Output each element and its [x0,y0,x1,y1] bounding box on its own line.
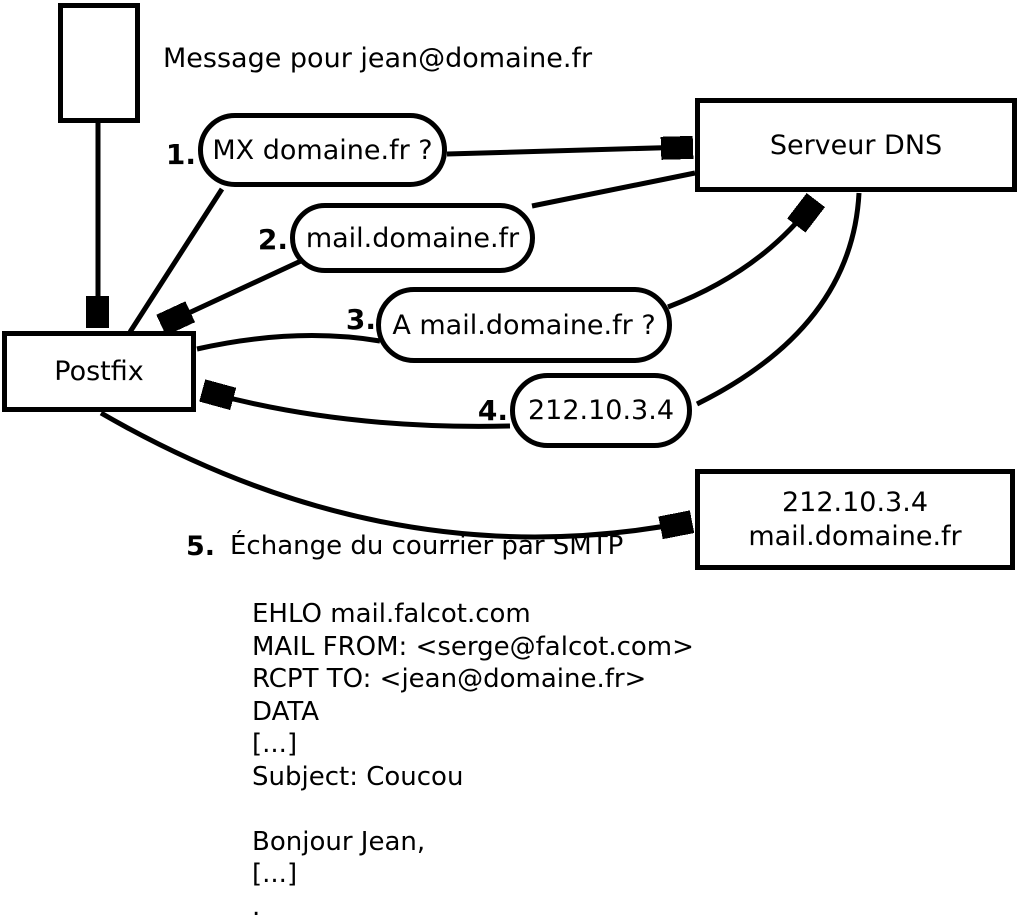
line-dns-to-reply4 [695,192,862,407]
arrow-query1-to-dns [446,147,689,154]
line-dns-to-reply2 [531,170,696,209]
line-postfix-to-query3 [196,333,381,352]
step-3-number: 3. [345,303,376,336]
step-3-query-label: A mail.domaine.fr ? [392,309,656,341]
smtp-line: Subject: Coucou [252,761,464,792]
node-mail-server: 212.10.3.4 mail.domaine.fr [695,469,1015,570]
step-4-reply-label: 212.10.3.4 [528,395,674,426]
step-4-number: 4. [477,394,508,427]
node-serveur-dns: Serveur DNS [695,98,1017,192]
step-5-caption: 5. Échange du courrier par SMTP [186,531,623,562]
node-postfix: Postfix [2,331,196,412]
node-serveur-dns-label: Serveur DNS [769,129,943,161]
step-1-number: 1. [165,138,196,171]
smtp-line: DATA [252,696,319,727]
smtp-session-transcript: EHLO mail.falcot.com MAIL FROM: <serge@f… [252,598,694,919]
step-4-reply-pill: 212.10.3.4 [510,373,692,448]
node-postfix-label: Postfix [54,356,144,387]
step-2-reply-label: mail.domaine.fr [305,222,520,254]
smtp-line: . [252,891,261,919]
step-1-query-pill: MX domaine.fr ? [198,113,447,187]
smtp-line: EHLO mail.falcot.com [252,599,531,629]
arrow-reply2-to-postfix [165,257,305,324]
smtp-line: Bonjour Jean, [252,826,426,857]
step-5-number: 5. [186,531,216,562]
message-label: Message pour jean@domaine.fr [163,43,593,74]
step-2-number: 2. [257,223,288,256]
smtp-line: RCPT TO: <jean@domaine.fr> [252,664,647,694]
line-postfix-to-query1 [127,187,225,334]
smtp-line-blank [252,793,694,826]
step-5-label: Échange du courrier par SMTP [230,531,624,561]
arrow-reply4-to-postfix [206,392,511,429]
step-2-reply-pill: mail.domaine.fr [290,203,535,273]
step-1-query-label: MX domaine.fr ? [212,134,433,166]
step-3-query-pill: A mail.domaine.fr ? [376,287,672,363]
smtp-line: [...] [252,729,298,759]
smtp-line: MAIL FROM: <serge@falcot.com> [252,631,694,662]
smtp-line: [...] [252,859,298,889]
message-envelope-shape [58,3,140,123]
arrow-postfix-to-mailserver [99,410,688,540]
node-mail-server-hostname: mail.domaine.fr [748,520,962,552]
node-mail-server-ip: 212.10.3.4 [782,486,928,518]
arrow-query3-to-dns [667,203,813,310]
